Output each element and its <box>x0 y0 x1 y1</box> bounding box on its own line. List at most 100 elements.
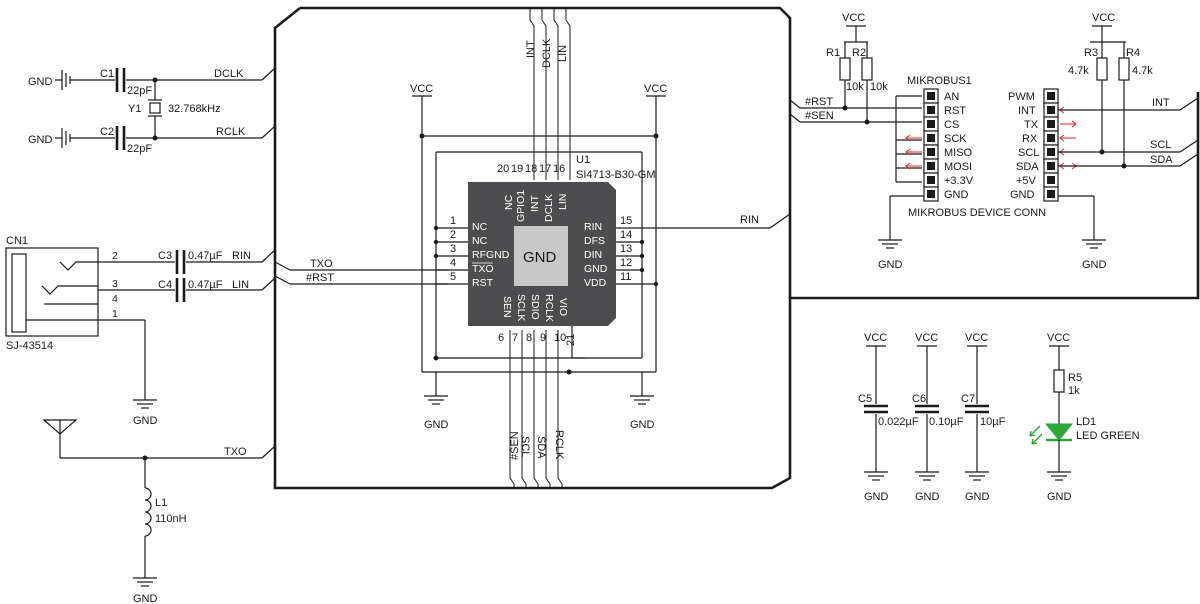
svg-text:9: 9 <box>540 332 546 344</box>
svg-text:4: 4 <box>112 293 118 305</box>
svg-text:RIN: RIN <box>584 221 602 233</box>
svg-text:RCLK: RCLK <box>543 294 555 322</box>
svg-text:1: 1 <box>112 308 118 320</box>
audio-jack-section: CN1 2 3 4 1 SJ-43514 C3 0.47µF RIN C4 0.… <box>5 235 276 427</box>
svg-text:SEN: SEN <box>501 296 513 318</box>
gnd-label: GND <box>1082 259 1107 271</box>
scl-bus-label: SCL <box>519 436 531 457</box>
ld1-value: LED GREEN <box>1076 430 1140 442</box>
svg-text:RFGND: RFGND <box>472 249 510 261</box>
c4-value: 0.47µF <box>188 279 223 291</box>
svg-text:GPIO1: GPIO1 <box>515 190 527 222</box>
module-frame <box>273 6 1200 490</box>
svg-text:18: 18 <box>525 163 537 175</box>
chip-u1: U1 SI4713-B30-GM GND NC NC RFGND TXO RST… <box>433 154 791 359</box>
r1-ref: R1 <box>826 47 840 59</box>
vcc-label: VCC <box>644 83 667 95</box>
lin-bus-label: LIN <box>557 45 569 62</box>
sda-net-label: SDA <box>1150 154 1173 166</box>
svg-text:19: 19 <box>511 163 523 175</box>
svg-text:13: 13 <box>620 243 632 255</box>
sen-bus-label: #SEN <box>509 431 521 460</box>
svg-text:+5V: +5V <box>1016 175 1037 187</box>
svg-text:NC: NC <box>472 221 488 233</box>
svg-text:VDD: VDD <box>584 277 607 289</box>
arrow-icon <box>905 148 922 156</box>
svg-text:10: 10 <box>554 332 566 344</box>
rst-label: #RST <box>306 272 334 284</box>
gnd-label: GND <box>630 419 655 431</box>
svg-text:3: 3 <box>450 243 456 255</box>
txo-net-label: TXO <box>224 446 247 458</box>
svg-text:3: 3 <box>112 278 118 290</box>
svg-text:MOSI: MOSI <box>944 161 972 173</box>
resistor-r4 <box>1118 57 1130 81</box>
l1-ref: L1 <box>155 497 167 509</box>
r2-ref: R2 <box>852 47 866 59</box>
resistor-r5 <box>1053 369 1065 393</box>
y1-ref: Y1 <box>128 103 141 115</box>
svg-text:PWM: PWM <box>1008 91 1035 103</box>
arrow-icon <box>1060 120 1077 128</box>
led-green-icon <box>1044 423 1074 441</box>
rst-net-label: #RST <box>805 96 833 108</box>
c2-value: 22pF <box>127 143 152 155</box>
svg-text:17: 17 <box>539 163 551 175</box>
cn1-part: SJ-43514 <box>6 340 53 352</box>
c6-ref: C6 <box>912 393 926 405</box>
svg-text:TX: TX <box>1024 119 1039 131</box>
lin-net-label: LIN <box>232 279 249 291</box>
inductor-l1 <box>144 487 152 537</box>
gnd-label: GND <box>915 491 940 503</box>
svg-text:7: 7 <box>512 332 518 344</box>
c5-ref: C5 <box>858 393 872 405</box>
svg-text:+3.3V: +3.3V <box>944 175 974 187</box>
ld1-ref: LD1 <box>1076 416 1096 428</box>
mikrobus-footer: MIKROBUS DEVICE CONN <box>908 207 1046 219</box>
c1-ref: C1 <box>100 68 114 80</box>
dclk-net-label: DCLK <box>214 68 244 80</box>
crystal-section: GND C1 22pF DCLK GND C2 22pF RCLK <box>28 67 276 155</box>
txo-label: TXO <box>310 258 333 270</box>
chip-center-label: GND <box>523 249 557 266</box>
svg-text:8: 8 <box>526 332 532 344</box>
svg-text:LIN: LIN <box>557 194 569 210</box>
svg-text:11: 11 <box>620 271 631 283</box>
c1-value: 22pF <box>127 85 152 97</box>
svg-text:RST: RST <box>944 105 966 117</box>
decoupling-section: VCC C5 0.022µF GND VCC C6 0.10µF GND VCC… <box>858 332 1140 503</box>
y1-value: 32.768kHz <box>168 103 221 115</box>
svg-text:21: 21 <box>565 334 577 346</box>
antenna-section: TXO L1 110nH GND <box>42 419 276 604</box>
r3-ref: R3 <box>1084 47 1098 59</box>
svg-text:CS: CS <box>944 119 959 131</box>
c7-ref: C7 <box>961 393 975 405</box>
vcc-label: VCC <box>842 12 865 24</box>
svg-text:SCL: SCL <box>1018 147 1039 159</box>
gnd-label: GND <box>878 259 903 271</box>
gnd-label: GND <box>965 491 990 503</box>
svg-text:1: 1 <box>450 215 456 227</box>
cn1-ref: CN1 <box>6 235 28 247</box>
mikrobus-left-header <box>923 88 939 202</box>
r5-ref: R5 <box>1068 372 1082 384</box>
gnd-label: GND <box>28 76 53 88</box>
c5-value: 0.022µF <box>878 416 919 428</box>
r1-value: 10k <box>846 81 864 93</box>
vcc-label: VCC <box>965 332 988 344</box>
svg-text:2: 2 <box>112 250 118 262</box>
sen-net-label: #SEN <box>805 110 834 122</box>
gnd-label: GND <box>864 491 889 503</box>
svg-text:NC: NC <box>503 194 515 210</box>
svg-text:INT: INT <box>1018 105 1036 117</box>
svg-text:12: 12 <box>620 257 632 269</box>
bottom-bus: #SEN SCL SDA RCLK <box>509 330 565 488</box>
rin-net-label: RIN <box>232 250 251 262</box>
svg-text:4: 4 <box>450 257 456 269</box>
svg-text:NC: NC <box>472 235 488 247</box>
gnd-label: GND <box>28 134 53 146</box>
mikrobus-title: MIKROBUS1 <box>907 75 972 87</box>
svg-text:GND: GND <box>944 189 969 201</box>
c4-ref: C4 <box>158 279 172 291</box>
l1-value: 110nH <box>155 513 187 525</box>
